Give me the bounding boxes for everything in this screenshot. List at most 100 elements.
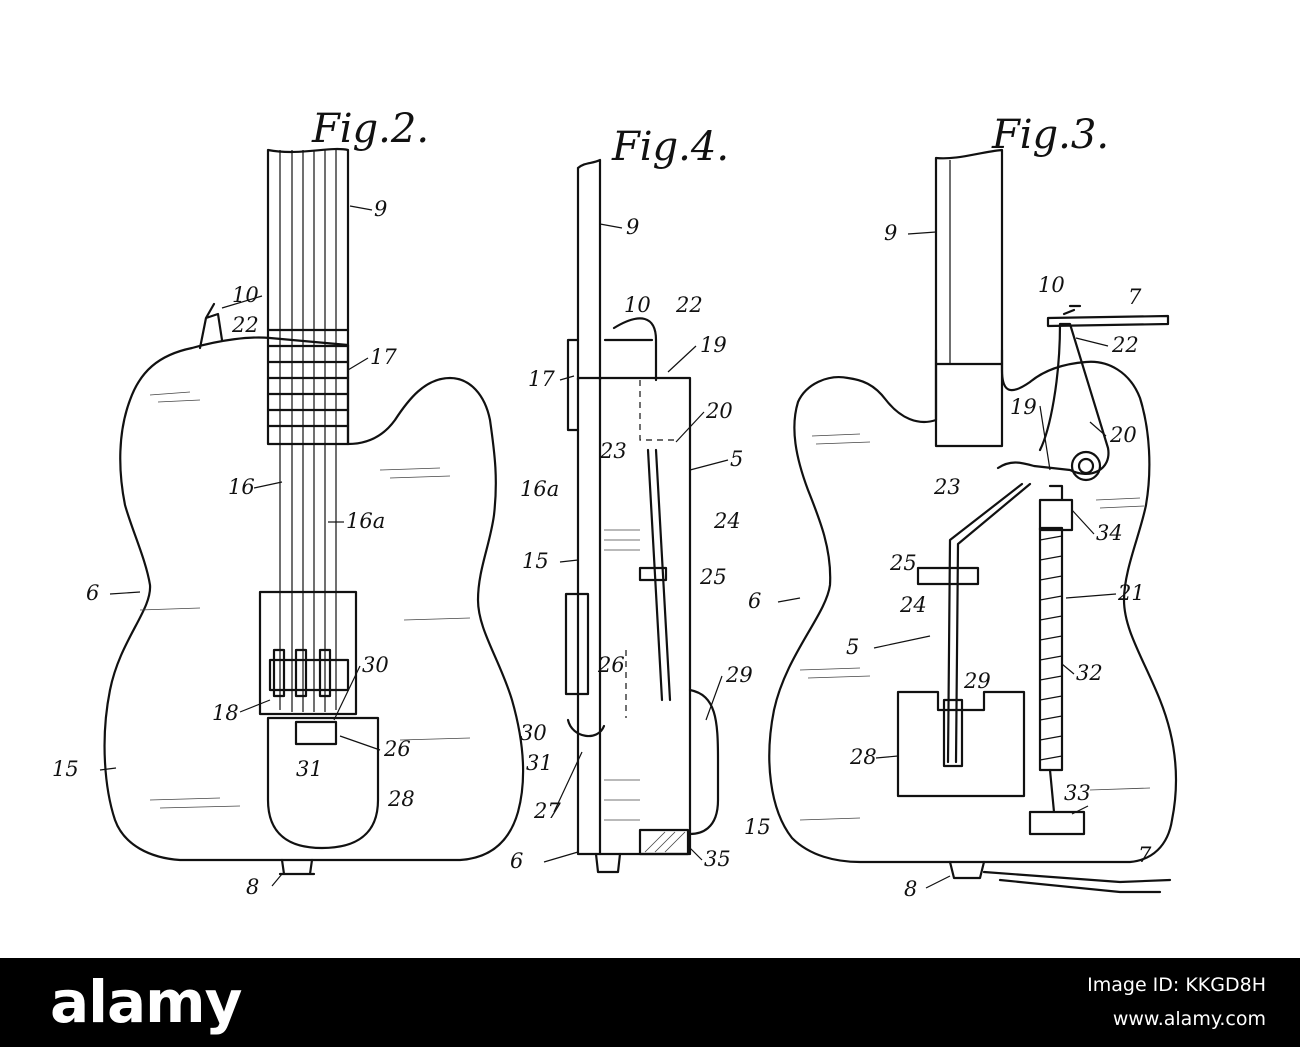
fig4-body: [576, 376, 692, 856]
fig3-label: 25: [889, 551, 917, 575]
fig2-labels: 9 10 22 17 16 16a 6 18 30 26 31 15 28 8: [52, 197, 415, 899]
fig3-grain-hatching: [799, 433, 1151, 821]
fig4-guide: [638, 566, 668, 582]
fig4-label: 22: [675, 293, 703, 317]
fig2-label: 9: [374, 197, 387, 221]
fig3-label: 22: [1111, 333, 1139, 357]
fig4-label: 6: [510, 849, 523, 873]
fig3-label: 34: [1096, 521, 1123, 545]
fig3-string-pull: [1062, 304, 1082, 316]
fig3-label: 10: [1038, 273, 1065, 297]
fig2-label: 16a: [346, 509, 385, 533]
fig3-label: 28: [849, 745, 877, 769]
fig4-leader-lines: [543, 223, 729, 863]
fig2-bridge-plate: [258, 590, 358, 716]
fig4-label: 19: [700, 333, 727, 357]
fig2-leader-lines: [99, 205, 381, 887]
fig2-label: 22: [231, 313, 259, 337]
fig4-label: 23: [599, 439, 627, 463]
fig3-label: 7: [1138, 843, 1152, 867]
fig2-title: Fig.2.: [311, 106, 429, 152]
fig3-label: 21: [1117, 581, 1145, 605]
fig2-label: 26: [383, 737, 411, 761]
fig3-label: 7: [1128, 285, 1142, 309]
fig2-grain-hatching: [139, 391, 471, 809]
fig2-label: 8: [246, 875, 259, 899]
fig3-spring: [1038, 526, 1064, 772]
fig2-body-outline: [103, 336, 525, 862]
fig4-string-arm: [603, 317, 658, 382]
fig4-bridge-side: [564, 592, 590, 696]
fig4-block: [638, 828, 690, 856]
fig2-frets: [266, 328, 350, 428]
fig3-rod: [946, 482, 1032, 764]
fig4-hidden-lever: [639, 380, 676, 441]
site-url[interactable]: www.alamy.com: [1112, 1008, 1266, 1030]
fig3-label: 5: [846, 635, 859, 659]
fig4-label: 24: [713, 509, 741, 533]
fig3-neck: [934, 148, 1004, 448]
fig2-guitar-front: 9 10 22 17 16 16a 6 18 30 26 31 15 28 8: [52, 147, 525, 899]
fig3-label: 15: [744, 815, 771, 839]
fig4-title: Fig.4.: [611, 124, 729, 170]
fig4-housing: [688, 688, 720, 836]
fig2-cam: [294, 720, 338, 746]
figure-titles: Fig.2. Fig.4. Fig.3.: [311, 106, 1109, 170]
fig4-neck: [576, 158, 602, 382]
fig4-label: 17: [528, 367, 555, 391]
fig3-label: 6: [748, 589, 761, 613]
fig2-label: 17: [370, 345, 397, 369]
fig3-leader-lines: [777, 231, 1117, 889]
fig4-label: 10: [624, 293, 651, 317]
fig3-body-outline: [768, 348, 1178, 864]
fig3-adjuster-top: [1038, 484, 1074, 532]
fig4-label: 15: [522, 549, 549, 573]
fig3-label: 29: [963, 669, 991, 693]
fig3-label: 23: [933, 475, 961, 499]
fig4-fretboard: [566, 338, 580, 432]
fig3-label: 20: [1109, 423, 1137, 447]
fig2-label: 15: [52, 757, 79, 781]
fig4-label: 27: [533, 799, 561, 823]
patent-drawing: Fig.2. Fig.4. Fig.3.: [52, 106, 1178, 901]
fig4-cam: [566, 718, 606, 737]
fig4-end-hatching: [604, 529, 686, 853]
fig4-labels: 9 10 22 19 17 20 5 16a 23 24 15 25 26 29…: [510, 215, 753, 873]
fig2-strap-button: [278, 858, 316, 876]
fig4-label: 16a: [520, 477, 559, 501]
fig3-label: 9: [884, 221, 897, 245]
fig3-cover-plate: [896, 690, 1026, 798]
image-id: Image ID: KKGD8H: [1087, 974, 1266, 996]
fig4-guitar-side: 9 10 22 19 17 20 5 16a 23 24 15 25 26 29…: [510, 158, 753, 874]
fig3-cam: [942, 698, 964, 768]
fig4-label: 20: [705, 399, 733, 423]
fig2-bridge: [268, 658, 350, 692]
fig3-lever-arm: [996, 322, 1110, 475]
fig2-neck: [266, 147, 350, 446]
fig2-saddles: [272, 648, 332, 698]
fig3-label: 33: [1064, 781, 1091, 805]
fig3-guitar-rear: 9 10 7 22 19 20 23 34 25 6 21 24 5 32 29…: [744, 148, 1178, 901]
stock-footer: alamy Image ID: KKGD8H www.alamy.com: [0, 958, 1300, 1047]
brand-logo[interactable]: alamy: [50, 968, 242, 1036]
fig3-label: 24: [899, 593, 927, 617]
fig3-adjuster-bottom: [1028, 768, 1086, 836]
fig4-label: 5: [730, 447, 743, 471]
fig4-label: 9: [626, 215, 639, 239]
fig2-label: 30: [362, 653, 389, 677]
fig4-rod: [646, 448, 664, 702]
fig2-label: 6: [86, 581, 99, 605]
fig2-label: 28: [387, 787, 415, 811]
fig2-cover-plate: [266, 716, 380, 850]
fig2-strings: [279, 150, 337, 712]
fig3-pedal-link: [982, 870, 1172, 894]
fig4-label: 29: [725, 663, 753, 687]
fig2-tuning-peg: [198, 302, 224, 350]
fig2-label: 18: [212, 701, 239, 725]
fig3-labels: 9 10 7 22 19 20 23 34 25 6 21 24 5 32 29…: [744, 221, 1152, 901]
fig2-label: 16: [228, 475, 255, 499]
fig3-label: 19: [1010, 395, 1037, 419]
fig4-label: 25: [699, 565, 727, 589]
fig4-label: 35: [704, 847, 731, 871]
